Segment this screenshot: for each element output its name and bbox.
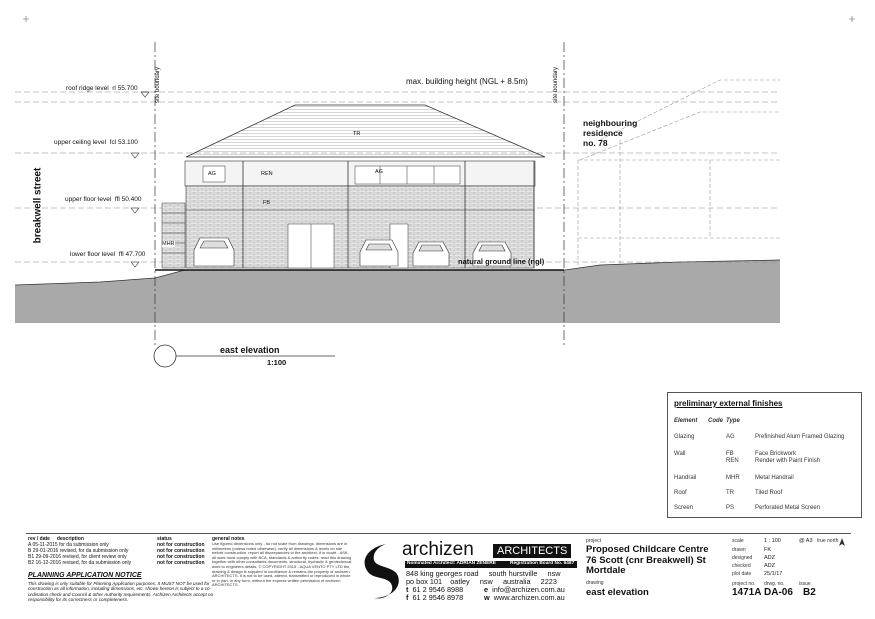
finish-element: Wall [674, 451, 686, 457]
finish-code: AG [726, 434, 735, 440]
finishes-header-type: Type [726, 418, 740, 424]
revisions: rev / date description A 05-11-2015 for … [28, 536, 156, 566]
level-upper-floor: upper floor level ffl 50.400 [65, 196, 142, 203]
ground-fill [15, 260, 780, 323]
project-label: project [586, 538, 602, 544]
finish-type: Face Brickwork [755, 451, 797, 457]
tag-tr: TR [353, 131, 361, 137]
revision-row: A 05-11-2015 for da submission only [28, 542, 109, 548]
level-lower-floor: lower floor level ffl 47.700 [70, 251, 146, 258]
finish-code: MHR [726, 475, 740, 481]
finish-type: Tiled Roof [755, 490, 783, 496]
elevation-drawing [14, 16, 855, 368]
desc-header: description [56, 536, 84, 542]
general-notes-text: Use figured dimensions only - do not sca… [212, 541, 352, 588]
neighbouring-house [577, 79, 780, 265]
elevation-marker [153, 344, 177, 368]
revision-status: status not for construction not for cons… [157, 536, 205, 566]
firm-address-2: po box 101 oatley nsw australia 2223 [406, 577, 557, 586]
finish-type: Prefinished Alum Framed Glazing [755, 434, 845, 440]
drawing-scale: 1:100 [267, 358, 287, 367]
corner-marks [23, 16, 855, 22]
drawing-label: drawing [586, 580, 604, 586]
finish-type: Render with Paint Finish [755, 458, 821, 464]
site-boundary-left-label: site boundary [155, 66, 161, 104]
project-name: Proposed Childcare Centre 76 Scott (cnr … [586, 544, 709, 576]
site-boundaries [154, 42, 565, 345]
cars [193, 237, 512, 267]
finishes-header-code: Code [708, 418, 723, 424]
finish-code: TR [726, 490, 734, 496]
max-height-label: max. building height (NGL + 8.5m) [406, 77, 528, 86]
ngl-label: natural ground line (ngl) [458, 257, 545, 266]
firm-address-1: 848 king georges road south hurstville n… [406, 569, 561, 578]
firm-logo-icon [364, 544, 399, 599]
firm-suffix: ARCHITECTS [493, 544, 572, 558]
firm-fax: f 61 2 9546 8978 [406, 593, 464, 602]
general-notes-title: general notes [212, 536, 245, 542]
firm-web[interactable]: w www.archizen.com.au [484, 593, 565, 602]
level-markers [130, 91, 150, 268]
building-roof [185, 104, 546, 158]
firm-phone: t 61 2 9546 8988 [406, 585, 464, 594]
notice-title: PLANNING APPLICATION NOTICE [28, 572, 142, 579]
nominated-architect: Nominated Architect: ADRIAN ZENERE [407, 561, 496, 566]
tag-fb: FB [263, 200, 271, 206]
finish-element: Handrail [674, 475, 697, 481]
finish-code: REN [726, 458, 739, 464]
level-roof-ridge: roof ridge level rl 55.700 [66, 85, 138, 92]
tag-ag-1: AG [208, 171, 216, 177]
rev-header: rev / date [28, 536, 50, 542]
finish-type: Perforated Metal Screen [755, 505, 821, 511]
drawing-title: east elevation [220, 345, 280, 355]
finishes-title: preliminary external finishes [674, 399, 783, 408]
revision-row: B2 16-12-2016 revised, for da submission… [28, 560, 132, 566]
north-arrow-icon [839, 538, 845, 546]
notice-text: This drawing is only suitable for Planni… [28, 581, 214, 603]
tag-ag-2: AG [375, 169, 383, 175]
building-upper [161, 160, 536, 269]
tag-mhr: MHR [162, 241, 175, 247]
firm-name: archizen [402, 539, 474, 560]
tag-ren: REN [261, 171, 273, 177]
finish-code: PS [726, 505, 735, 511]
finishes-table: preliminary external finishes Element Co… [667, 392, 862, 518]
firm-email[interactable]: e info@archizen.com.au [484, 585, 565, 594]
finish-code: FB [726, 451, 734, 457]
titleblock-rule [26, 533, 851, 534]
revision-row: B 29-01-2016 revised, for da submission … [28, 548, 129, 554]
drawing-name: east elevation [586, 587, 649, 598]
finish-element: Glazing [674, 434, 695, 440]
revision-row: B1 29-09-2016 revised, for client review… [28, 554, 127, 560]
site-boundary-right-label: site boundary [553, 66, 559, 104]
level-upper-ceiling: upper ceiling level fcl 53.100 [54, 139, 138, 146]
street-label: breakwell street [32, 167, 44, 244]
registration-no: Registration Board No. 6467 [510, 561, 575, 566]
firm-banner [405, 561, 577, 568]
finishes-header-element: Element [674, 418, 698, 424]
finish-type: Metal Handrail [755, 475, 794, 481]
finish-element: Roof [674, 490, 687, 496]
finish-element: Screen [674, 505, 694, 511]
